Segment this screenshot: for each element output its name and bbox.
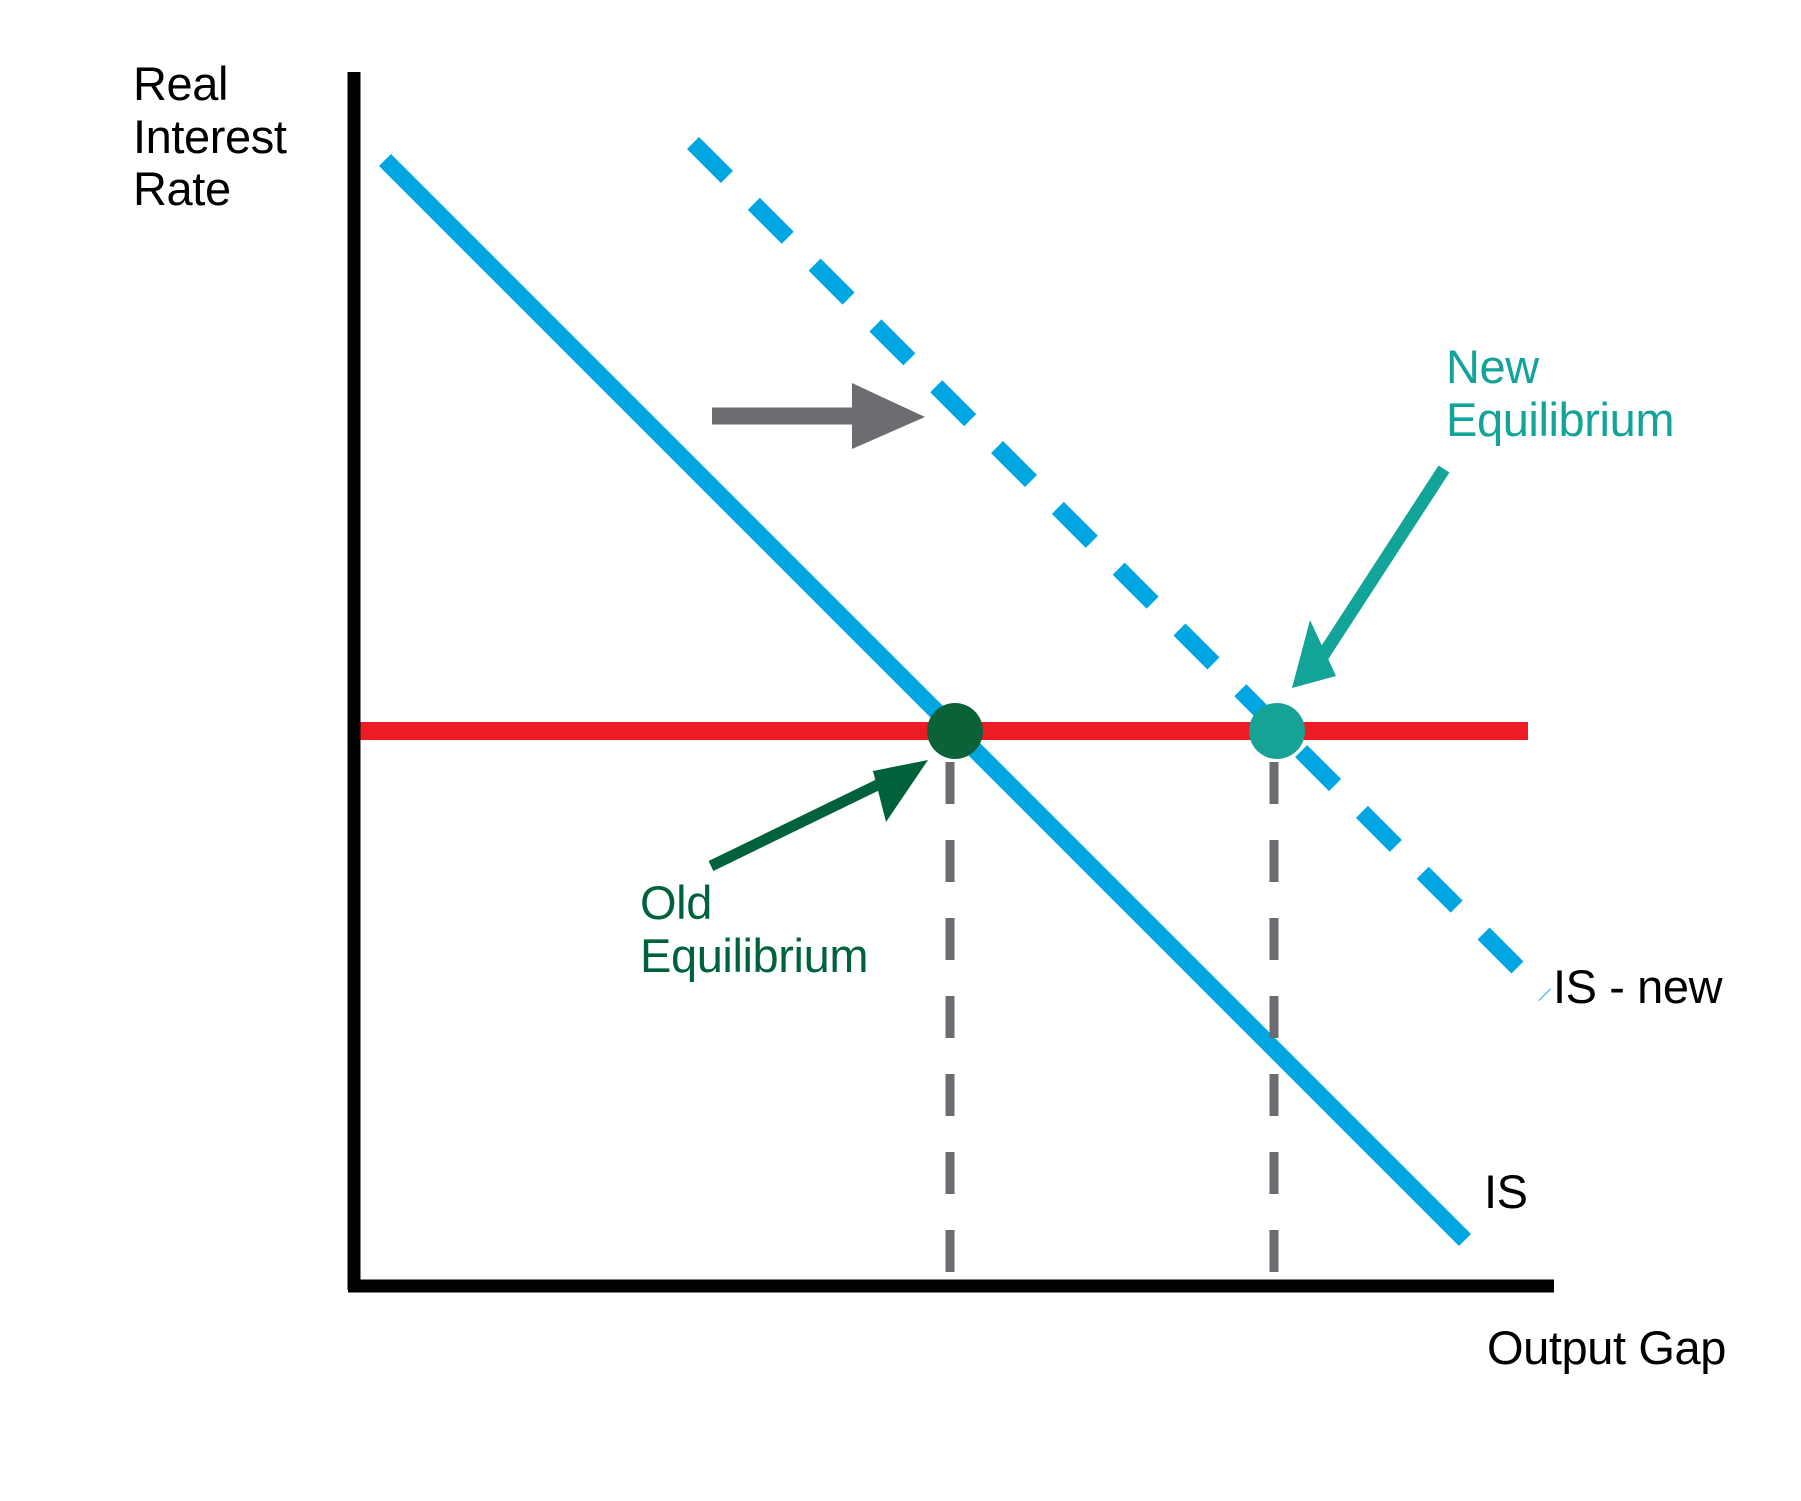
old-equilibrium-label: Old Equilibrium [640,876,869,982]
shift-arrow-icon [712,383,925,449]
y-axis-label: Real Interest Rate [133,57,287,216]
new-equilibrium-label: New Equilibrium [1446,340,1675,446]
x-axis-label: Output Gap [1487,1321,1726,1374]
old-equilibrium-dot [927,703,983,759]
is-curve-line [378,153,1472,1247]
is-curve-label: IS [1484,1165,1528,1218]
is-new-curve-label: IS - new [1553,960,1723,1013]
new-equilibrium-dot [1249,703,1305,759]
is-new-curve-line [686,136,1552,1002]
new-equilibrium-arrow-icon [1292,465,1450,688]
old-equilibrium-arrow-icon [708,760,928,871]
